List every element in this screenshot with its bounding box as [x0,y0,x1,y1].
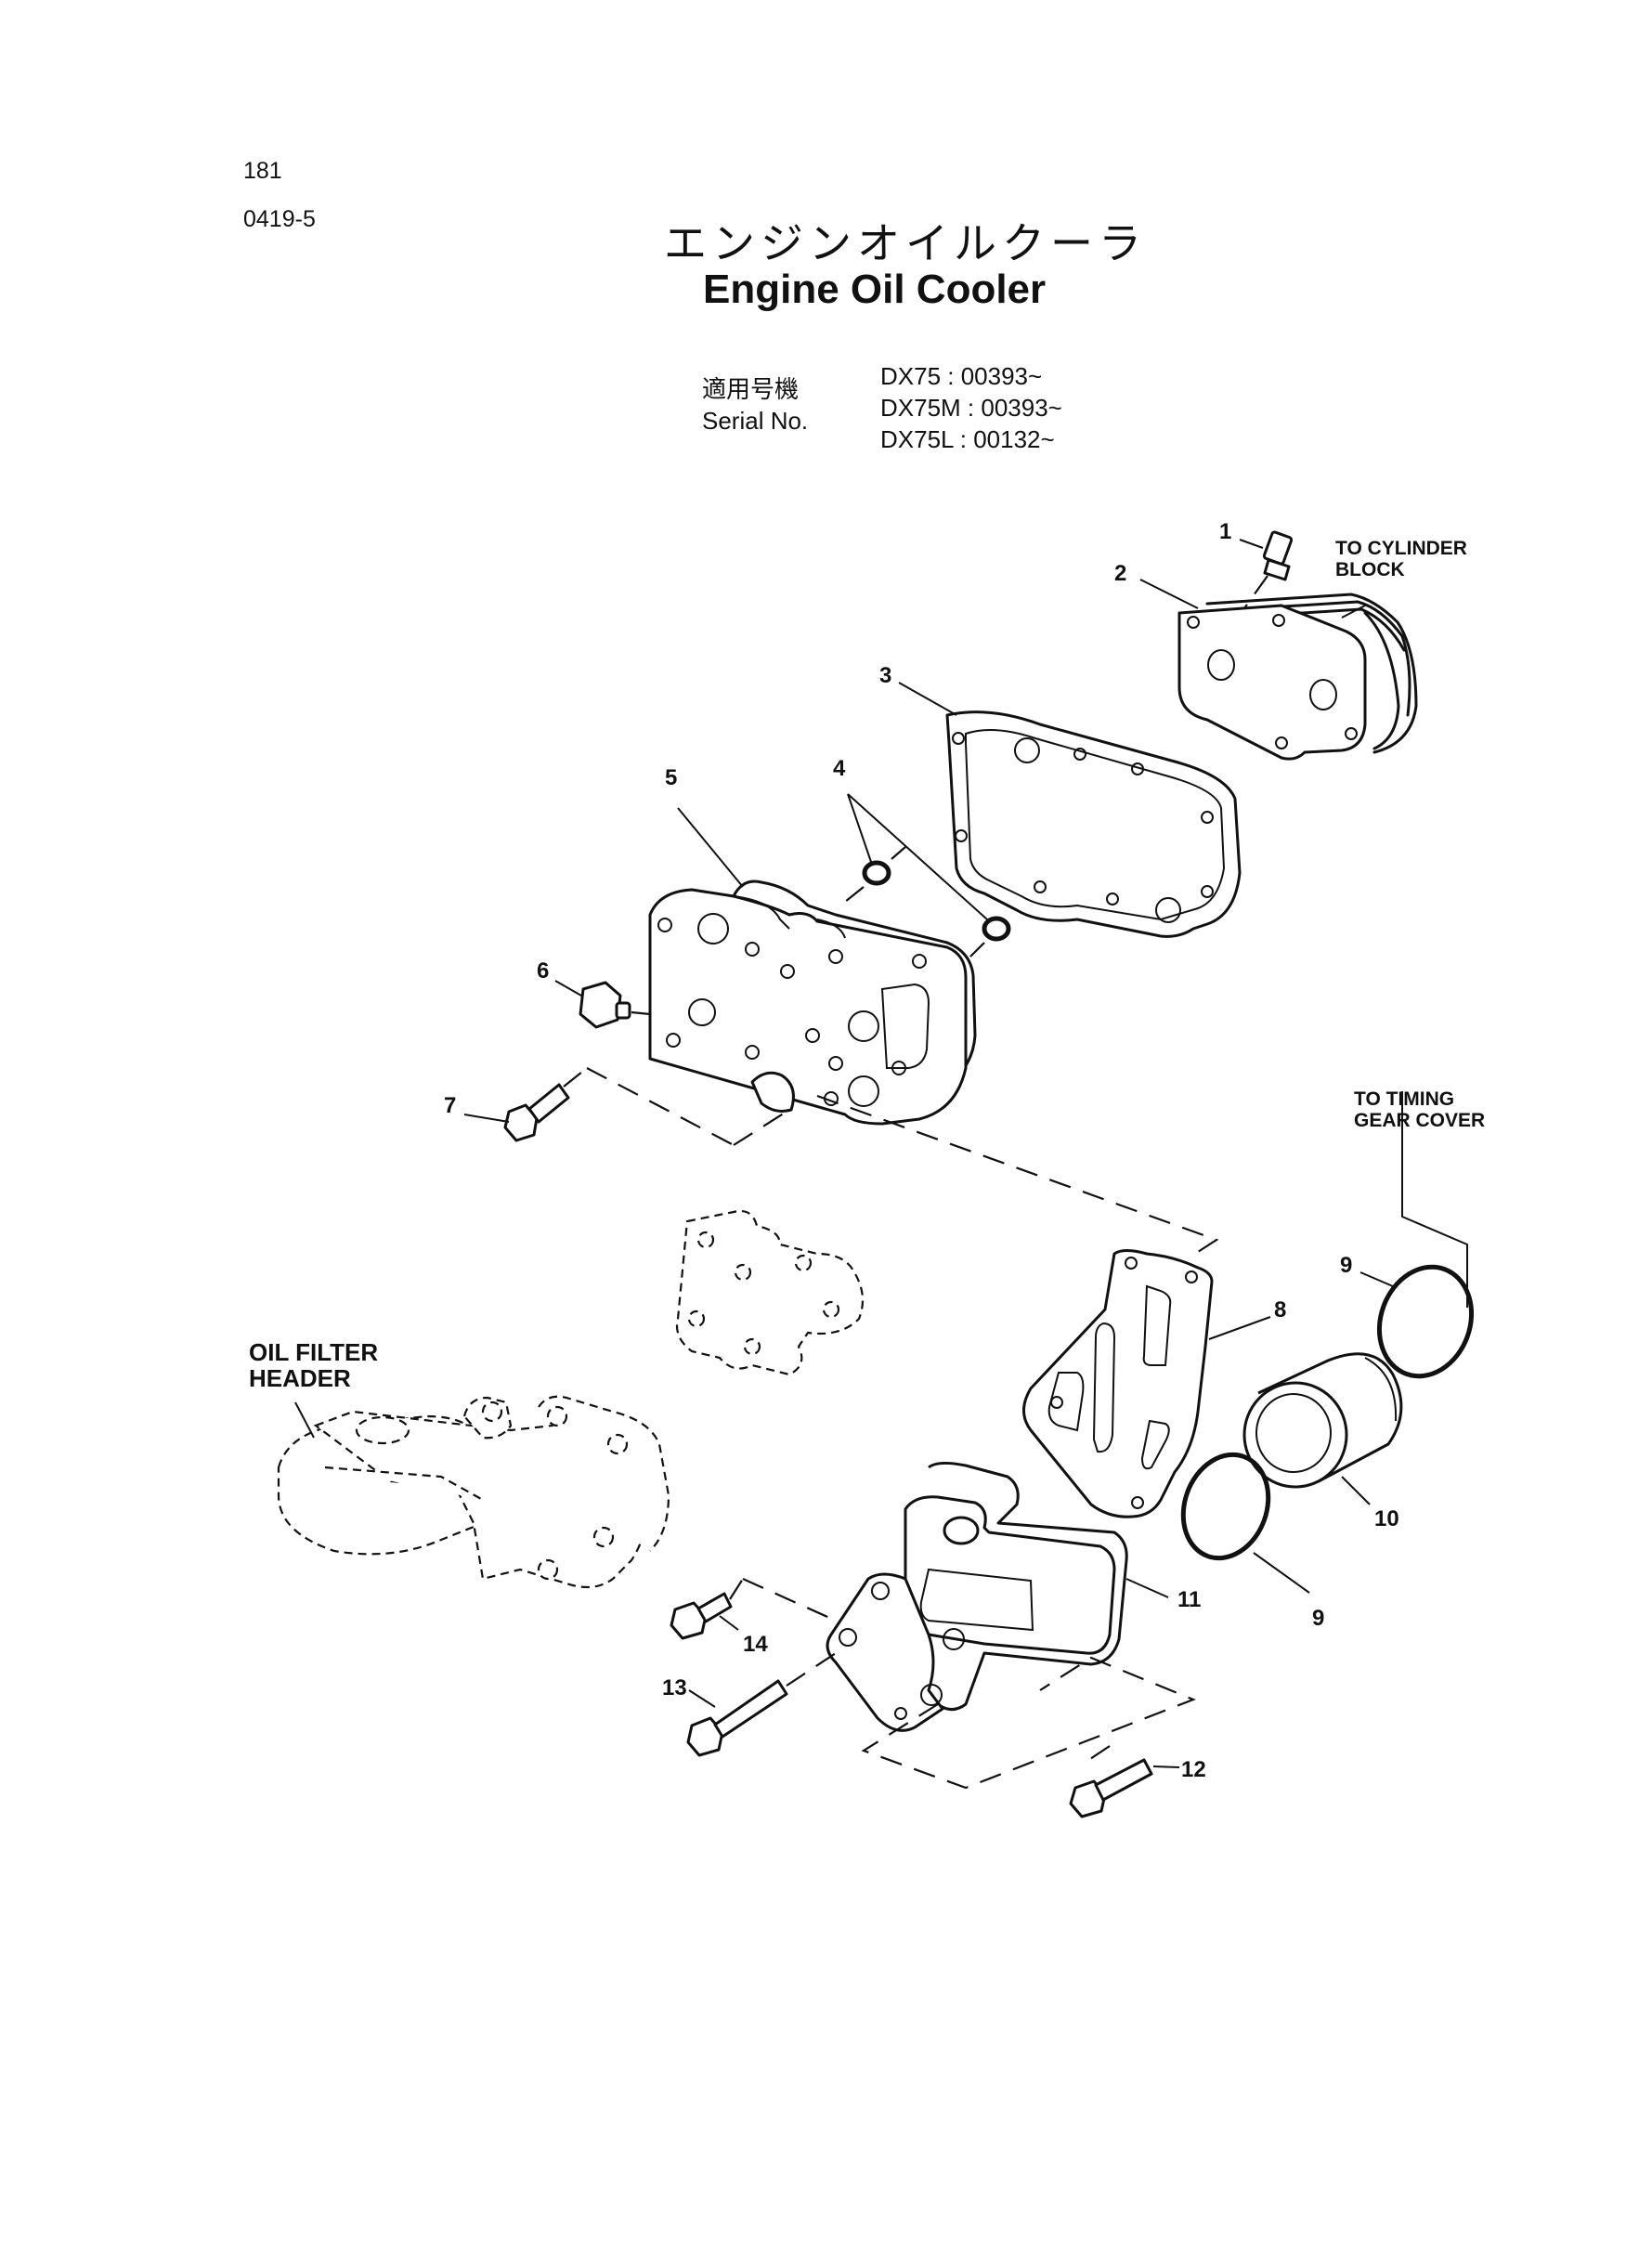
cylinder-block-leader [1341,605,1366,619]
callout-7: 7 [444,1093,456,1118]
callout-14: 14 [743,1632,768,1657]
part-14-bolt [670,1577,837,1640]
callout-2: 2 [1114,561,1126,586]
part-11-filter-head [826,1461,1128,1732]
serial-model-dx75: DX75 : 00393~ [880,362,1043,390]
part-1-bolt [1243,530,1294,609]
serial-label: Serial No. [702,407,809,435]
part-3-gasket [945,710,1242,938]
oil-filter-header-ghost [277,1209,865,1589]
page-title-japanese: エンジンオイルクーラ [664,218,1147,268]
callout-9-upper: 9 [1340,1253,1352,1278]
callout-6: 6 [537,958,549,984]
note-cylinder-block-line-2: BLOCK [1335,559,1405,580]
callout-10: 10 [1374,1506,1399,1531]
page-title: Engine Oil Cooler [703,267,1047,312]
callout-5: 5 [665,765,677,790]
callout-4: 4 [833,756,846,781]
note-cylinder-block-line-1: TO CYLINDER [1335,538,1467,559]
note-timing-gear-line-1: TO TIMING [1354,1088,1454,1110]
callout-3: 3 [879,663,891,688]
part-13-bolt [686,1652,837,1757]
callout-13: 13 [662,1675,687,1700]
callout-9-lower: 9 [1312,1606,1324,1631]
serial-model-dx75l: DX75L : 00132~ [880,425,1055,453]
callout-leaders [463,539,1271,1598]
page-number: 181 [243,158,282,184]
serial-label-japanese: 適用号機 [702,375,800,403]
part-8-mounting-plate [1022,1249,1214,1518]
note-oil-filter-line-2: HEADER [249,1364,351,1392]
part-6-plug [579,981,651,1029]
part-7-bolt [503,1067,790,1146]
part-9-o-rings [1180,1264,1475,1594]
part-10-oil-filter [1242,1352,1403,1505]
part-5-oil-cooler-housing [648,879,977,1126]
timing-gear-leader [1401,1091,1468,1308]
callout-1: 1 [1219,519,1231,544]
callout-11: 11 [1177,1587,1201,1612]
reference-notes: TO CYLINDER BLOCK TO TIMING GEAR COVER O… [249,538,1485,1392]
note-timing-gear-line-2: GEAR COVER [1354,1110,1485,1131]
section-code: 0419-5 [243,206,316,232]
serial-model-dx75m: DX75M : 00393~ [880,394,1062,422]
part-4-o-rings [839,846,1011,958]
callout-numbers: 1 2 3 4 5 6 7 8 9 9 10 11 12 13 14 [444,519,1399,1782]
note-oil-filter-line-1: OIL FILTER [249,1338,378,1366]
oil-filter-header-leader [294,1401,315,1439]
part-2-oil-cooler-core [1177,593,1418,761]
callout-8: 8 [1274,1297,1286,1322]
callout-12: 12 [1181,1757,1206,1782]
part-12-bolt [1069,1758,1180,1818]
